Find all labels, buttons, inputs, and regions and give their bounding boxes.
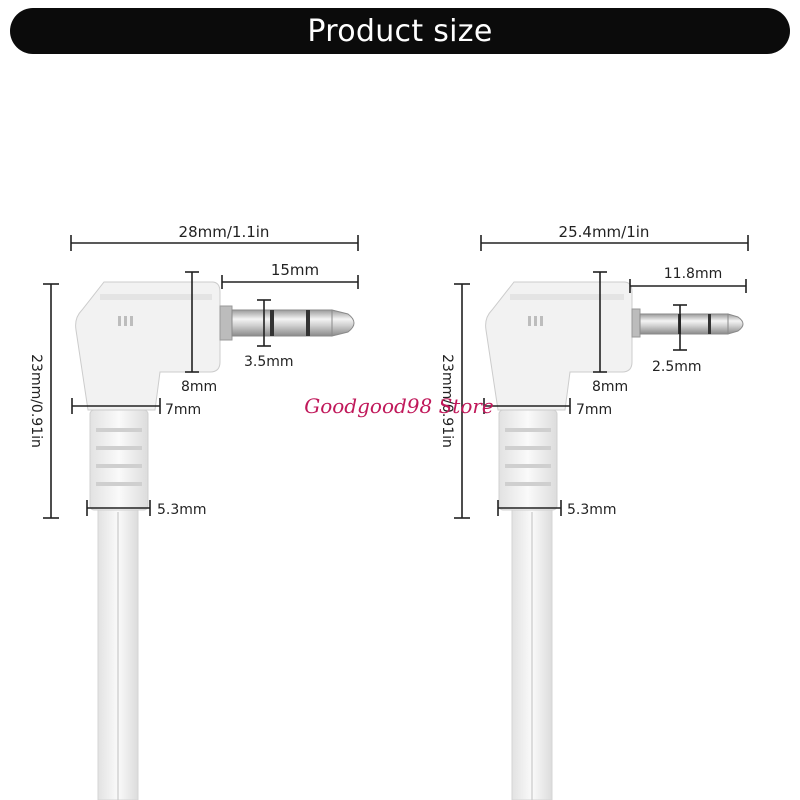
left-strain-relief	[89, 409, 149, 511]
store-watermark: Goodgood98 Store	[304, 394, 494, 418]
left-cable-width-dim: 5.3mm	[86, 500, 207, 518]
right-head-width-dim: 8mm	[592, 271, 628, 395]
right-height-dim: 23mm/0.91in	[439, 283, 470, 519]
right-head-width-label: 8mm	[592, 379, 628, 395]
right-neck-width-label: 7mm	[576, 402, 612, 418]
left-pin-length-dim: 15mm	[221, 261, 359, 289]
left-cable-width-label: 5.3mm	[157, 502, 207, 518]
right-total-length-dim: 25.4mm/1in	[480, 223, 749, 251]
left-plug-body	[75, 281, 221, 411]
grip-ridges-icon	[528, 316, 543, 326]
right-strain-relief	[498, 409, 558, 511]
left-neck-width-dim: 7mm	[71, 398, 201, 418]
left-height-label: 23mm/0.91in	[28, 354, 44, 448]
left-height-dim: 23mm/0.91in	[28, 283, 59, 519]
right-pin-diameter-dim: 2.5mm	[652, 304, 702, 375]
left-pin-length-label: 15mm	[271, 261, 319, 279]
left-pin-diameter-dim: 3.5mm	[244, 299, 294, 370]
right-cable	[511, 509, 553, 800]
page-title: Product size	[307, 13, 493, 49]
right-height-label: 23mm/0.91in	[439, 354, 455, 448]
right-pin-diameter-label: 2.5mm	[652, 359, 702, 375]
left-head-width-dim: 8mm	[181, 271, 217, 395]
left-total-length-dim: 28mm/1.1in	[70, 223, 359, 251]
right-pin-length-label: 11.8mm	[664, 266, 722, 282]
grip-ridges-icon	[118, 316, 133, 326]
right-pin-length-dim: 11.8mm	[629, 266, 747, 293]
left-cable	[97, 509, 139, 800]
left-pin-diameter-label: 3.5mm	[244, 354, 294, 370]
right-2.5mm-pin	[631, 308, 744, 338]
title-banner: Product size	[10, 8, 790, 54]
right-total-length-label: 25.4mm/1in	[559, 223, 650, 241]
right-cable-width-label: 5.3mm	[567, 502, 617, 518]
left-3.5mm-pin	[219, 305, 355, 341]
left-total-length-label: 28mm/1.1in	[179, 223, 270, 241]
left-plug: 28mm/1.1in 15mm 8mm 3.5mm 7mm	[28, 223, 359, 800]
left-neck-width-label: 7mm	[165, 402, 201, 418]
left-head-width-label: 8mm	[181, 379, 217, 395]
right-cable-width-dim: 5.3mm	[497, 500, 617, 518]
right-plug: 25.4mm/1in 11.8mm 8mm 2.5mm 7mm	[439, 223, 749, 800]
right-neck-width-dim: 7mm	[483, 398, 612, 418]
